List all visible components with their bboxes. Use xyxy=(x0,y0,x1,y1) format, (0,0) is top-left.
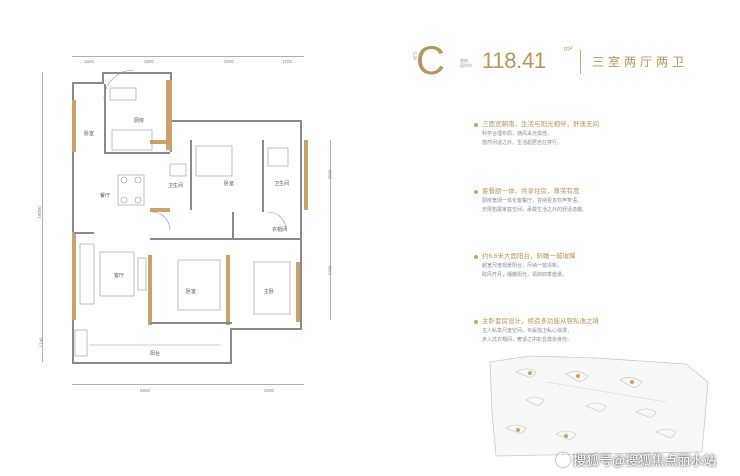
room-kitchen: 厨房 xyxy=(134,118,145,124)
feature-line: 科学合理布局，通风采光俱佳， xyxy=(482,131,553,137)
feature-line: 悠然闲适之外，生活起居自在穿行。 xyxy=(482,139,563,146)
dim-bottom-1: 6800 xyxy=(140,388,151,393)
bullet-icon xyxy=(474,123,478,127)
room-bedroom-left: 卧室 xyxy=(84,131,95,137)
dim-top-2: 3900 xyxy=(144,59,155,64)
watermark-text: 搜狐号@搜狐焦点丽水站 xyxy=(573,453,717,468)
feature-item: 约6.6米大面阳台，俯瞰一城璀璨 超宽尺度观景阳台，尽纳一窗清新， 取风开月，播… xyxy=(474,252,712,302)
unit-small-label: 户型 xyxy=(413,52,418,60)
feature-line: 步入式衣帽间，奢适之中彰显尊崇身份。 xyxy=(482,336,573,343)
room-bedroom-mid: 卧室 xyxy=(224,181,235,187)
floor-plan: 1600 3900 3000 1700 10000 1740 3000 4700… xyxy=(0,0,360,420)
feature-list: 三面宽朝南，生活与阳光相伴，舒逸无间 科学合理布局，通风采光俱佳， 悠然闲适之外… xyxy=(474,120,712,359)
layout-type: 三室两厅两卫 xyxy=(592,55,689,69)
room-balcony: 阳台 xyxy=(150,351,161,357)
bullet-icon xyxy=(474,190,478,194)
feature-line: 主人私享尺度空间，专属独卫私心浪漫， xyxy=(482,328,573,334)
feature-title: 三面宽朝南，生活与阳光相伴，舒逸无间 xyxy=(482,121,599,128)
header-divider xyxy=(580,50,581,74)
feature-item: 三面宽朝南，生活与阳光相伴，舒逸无间 科学合理布局，通风采光俱佳， 悠然闲适之外… xyxy=(474,120,712,172)
room-bedroom-2: 卧室 xyxy=(186,289,197,295)
sohu-logo-icon xyxy=(556,453,570,467)
furniture-sketch xyxy=(74,69,291,357)
area-label: 建筑 面积约 xyxy=(460,58,472,68)
area-value: 118.41 xyxy=(482,48,546,73)
site-key-plan xyxy=(486,352,712,462)
dim-top-3: 3000 xyxy=(224,59,235,64)
room-bath-2: 卫生间 xyxy=(274,181,290,187)
feature-title: 约6.6米大面阳台，俯瞰一城璀璨 xyxy=(482,253,576,260)
bullet-icon xyxy=(474,320,478,324)
dim-bottom-2: 3000 xyxy=(264,388,275,393)
feature-item: 客餐厨一体，共享住房，尊荣有度 厨房宽阔一体化客餐厅，容纳更多欢声笑语， 无限拓… xyxy=(474,187,712,237)
feature-line: 无限拓展家庭空间，承载生活之外的舒适逸趣。 xyxy=(482,206,588,213)
feature-line: 厨房宽阔一体化客餐厅，容纳更多欢声笑语， xyxy=(482,198,583,204)
dim-top-4: 1700 xyxy=(282,59,293,64)
room-dining: 餐厅 xyxy=(100,193,111,199)
feature-item: 主卧套房设计，缔造多功能从容私逸之境 主人私享尺度空间，专属独卫私心浪漫， 步入… xyxy=(474,317,712,344)
unit-letter: C xyxy=(416,39,445,83)
bullet-icon xyxy=(474,255,478,259)
room-closet: 衣帽间 xyxy=(272,227,288,233)
feature-title: 客餐厨一体，共享住房，尊荣有度 xyxy=(482,188,580,195)
dim-top-1: 1600 xyxy=(84,59,95,64)
room-bath-1: 卫生间 xyxy=(168,183,184,189)
room-living: 客厅 xyxy=(114,273,125,279)
site-plan-drawing xyxy=(489,355,709,457)
unit-header: 户型 C 建筑 面积约 118.41 m² 三室两厅两卫 xyxy=(408,39,708,86)
area-unit: m² xyxy=(564,46,573,53)
feature-line: 取风开月，播撒阳光，领启四季盛景。 xyxy=(482,271,568,278)
room-master: 主卧 xyxy=(264,289,275,295)
feature-title: 主卧套房设计，缔造多功能从容私逸之境 xyxy=(482,318,599,325)
feature-line: 超宽尺度观景阳台，尽纳一窗清新， xyxy=(482,263,563,269)
watermark: 搜狐号@搜狐焦点丽水站 xyxy=(556,450,716,469)
